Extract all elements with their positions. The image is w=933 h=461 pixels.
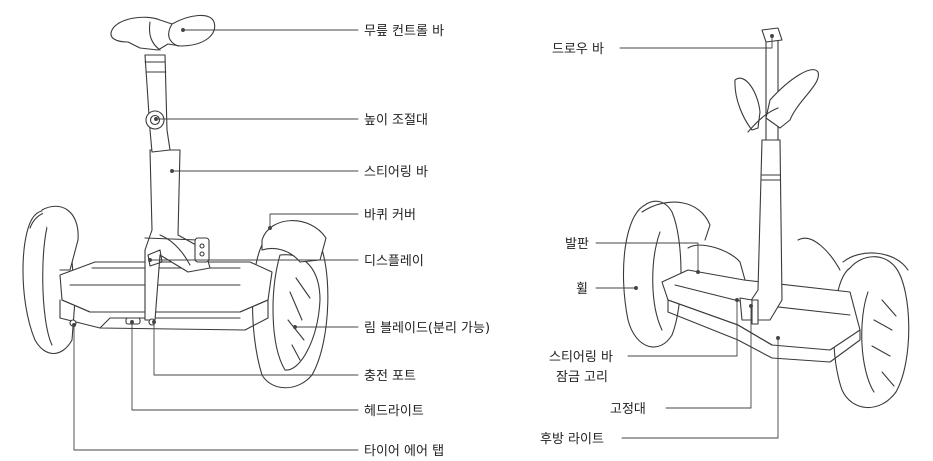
label-wheel-cover: 바퀴 커버 [364,208,416,223]
label-tire-air-tap: 타이어 에어 탭 [364,444,444,457]
left-scooter-post [144,54,171,153]
label-steering-lock-line1: 스티어링 바 [549,350,613,365]
label-wheel: 휠 [576,282,588,297]
right-scooter-knee-bar [734,69,819,133]
label-rear-light: 후방 라이트 [540,432,604,447]
left-scooter-steering-assembly [144,149,211,321]
label-steering-lock-line2: 잠금 고리 [556,370,608,385]
label-height-adjuster: 높이 조절대 [364,113,428,128]
label-charging-port: 충전 포트 [364,369,416,384]
right-labels: 드로우 바 발판 휠 스티어링 바 잠금 고리 고정대 후방 라이트 [540,42,646,447]
label-headlight: 헤드라이트 [364,404,424,419]
label-display: 디스플레이 [364,254,424,269]
label-rim-blade: 림 블레이드(분리 가능) [364,321,490,336]
left-labels: 무릎 컨트롤 바 높이 조절대 스티어링 바 바퀴 커버 디스플레이 림 블레이… [364,24,490,459]
left-scooter-drawing [22,14,329,389]
label-steering-bar: 스티어링 바 [364,165,428,180]
left-leader-lines [72,28,359,451]
label-draw-bar: 드로우 바 [552,42,604,57]
left-scooter-deck [59,261,273,331]
right-scooter-drawing [622,27,910,409]
left-scooter-right-wheel [252,226,329,389]
right-scooter-left-wheel [622,200,711,348]
right-scooter-steering [739,139,783,325]
label-footplate: 발판 [565,237,589,252]
right-scooter-right-wheel [833,252,910,409]
label-kickstand: 고정대 [610,402,646,417]
left-scooter-knee-bar [110,14,216,51]
label-knee-control-bar: 무릎 컨트롤 바 [364,24,444,39]
right-leader-lines [595,34,780,439]
